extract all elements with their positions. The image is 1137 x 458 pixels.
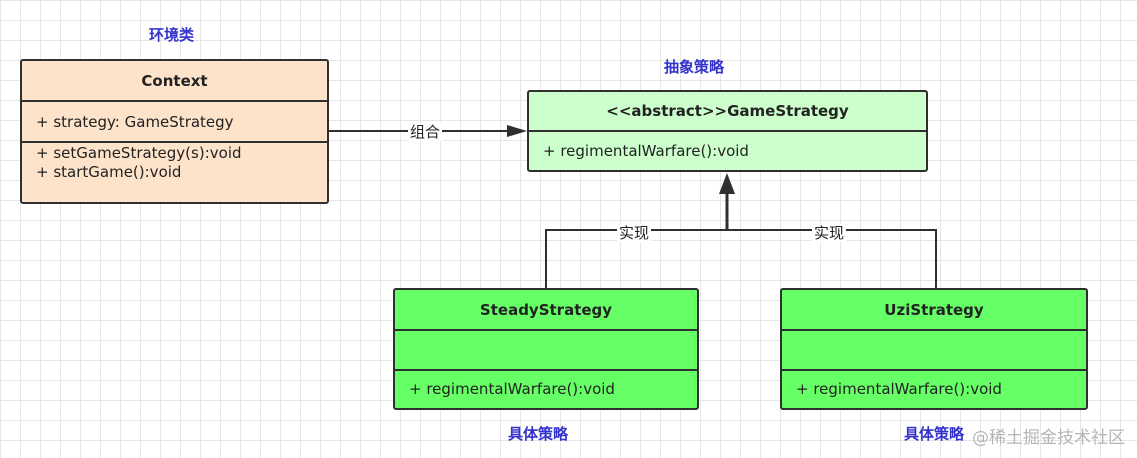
note-concrete-role-right: 具体策略 <box>904 425 965 443</box>
context-class-name: Context <box>22 61 327 102</box>
context-class-box[interactable]: Context + strategy: GameStrategy + setGa… <box>20 59 329 204</box>
abstract-class-box[interactable]: <<abstract>>GameStrategy + regimentalWar… <box>527 90 928 172</box>
context-operation: + startGame():void <box>36 163 182 181</box>
uzi-class-box[interactable]: UziStrategy + regimentalWarfare():void <box>780 288 1088 410</box>
abstract-class-name: <<abstract>>GameStrategy <box>529 92 926 132</box>
realization-label-left: 实现 <box>617 224 652 242</box>
steady-class-attributes <box>395 331 697 371</box>
watermark-text: @稀土掘金技术社区 <box>972 428 1125 448</box>
uzi-operation: + regimentalWarfare():void <box>796 380 1002 398</box>
context-class-operations: + setGameStrategy(s):void + startGame():… <box>22 143 327 182</box>
realization-branch-line <box>545 229 937 288</box>
uzi-class-operations: + regimentalWarfare():void <box>782 371 1086 408</box>
realization-arrowhead <box>719 173 735 194</box>
context-operation: + setGameStrategy(s):void <box>36 144 242 162</box>
context-class-attributes: + strategy: GameStrategy <box>22 102 327 143</box>
context-attribute: + strategy: GameStrategy <box>36 112 234 131</box>
uzi-class-attributes <box>782 331 1086 371</box>
abstract-operation: + regimentalWarfare():void <box>543 141 749 160</box>
note-abstract-role: 抽象策略 <box>664 58 725 76</box>
composition-arrowhead <box>507 125 527 137</box>
abstract-class-operations: + regimentalWarfare():void <box>529 132 926 170</box>
steady-class-operations: + regimentalWarfare():void <box>395 371 697 408</box>
steady-class-name: SteadyStrategy <box>395 290 697 331</box>
note-context-role: 环境类 <box>149 26 195 44</box>
steady-operation: + regimentalWarfare():void <box>409 380 615 398</box>
steady-class-box[interactable]: SteadyStrategy + regimentalWarfare():voi… <box>393 288 699 410</box>
uzi-class-name: UziStrategy <box>782 290 1086 331</box>
composition-label: 组合 <box>408 123 443 141</box>
realization-label-right: 实现 <box>812 224 847 242</box>
note-concrete-role-left: 具体策略 <box>508 425 569 443</box>
